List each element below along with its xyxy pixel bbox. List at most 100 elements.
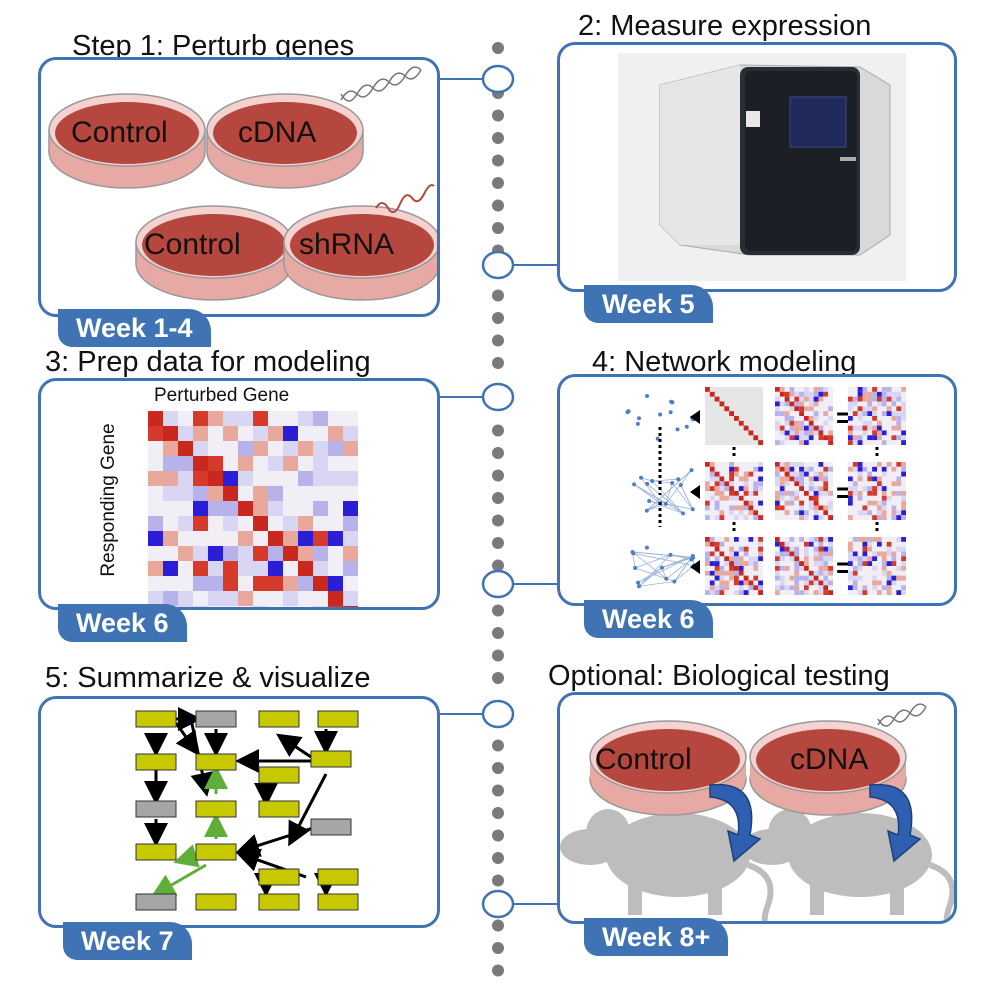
matrix-cell: [867, 411, 873, 416]
matrix-cell: [881, 401, 887, 407]
matrix-cell: [709, 515, 715, 520]
matrix-cell: [848, 462, 853, 467]
matrix-cell: [734, 575, 739, 581]
matrix-cell: [891, 476, 897, 482]
matrix-cell: [748, 481, 754, 487]
matrix-cell: [794, 515, 800, 520]
matrix-cell: [784, 495, 790, 501]
matrix-cell: [818, 486, 824, 491]
matrix-cell: [729, 486, 734, 491]
matrix-cell: [828, 411, 833, 416]
matrix-cell: [705, 585, 710, 591]
matrix-cell: [881, 510, 887, 516]
matrix-cell: [823, 585, 829, 591]
matrix-cell: [794, 566, 800, 571]
matrix-cell: [813, 510, 819, 516]
matrix-cell: [758, 515, 763, 520]
heatmap-cell: [163, 486, 178, 501]
matrix-cell: [758, 491, 763, 496]
matrix-cell: [857, 476, 863, 482]
matrix-cell: [891, 486, 897, 491]
heatmap-cell: [283, 441, 298, 456]
matrix-cell: [857, 570, 863, 576]
matrix-cell: [852, 406, 858, 412]
matrix-cell: [799, 491, 804, 496]
matrix-cell: [813, 575, 819, 581]
heatmap-cell: [298, 576, 313, 591]
matrix-cell: [877, 575, 882, 581]
heatmap-cell: [268, 546, 283, 561]
matrix-cell: [799, 391, 804, 397]
matrix-cell: [886, 500, 892, 506]
matrix-cell: [724, 541, 730, 547]
heatmap-cell: [343, 546, 358, 561]
heatmap-cell: [223, 561, 238, 576]
matrix-cell: [867, 471, 873, 477]
dna-helix-icon: [340, 66, 422, 102]
matrix-cell: [758, 440, 763, 445]
matrix-cell: [779, 391, 785, 397]
graph-node: [317, 710, 359, 728]
matrix-cell: [705, 495, 710, 501]
heatmap-cell: [268, 516, 283, 531]
matrix-cell: [719, 590, 725, 595]
matrix-cell: [823, 510, 829, 516]
matrix-cell: [886, 570, 892, 576]
matrix-cell: [719, 462, 725, 467]
matrix-cell: [823, 570, 829, 576]
matrix-cell: [818, 440, 824, 445]
matrix-cell: [719, 566, 725, 571]
matrix-cell: [872, 585, 877, 591]
matrix-cell: [714, 566, 720, 571]
matrix-cell: [779, 580, 785, 586]
matrix-cell: [901, 561, 906, 566]
matrix-cell: [818, 575, 824, 581]
matrix-cell: [784, 590, 790, 595]
matrix-cell: [891, 430, 897, 436]
heatmap-cell: [148, 546, 163, 561]
matrix-cell: [891, 541, 897, 547]
matrix-cell: [857, 546, 863, 552]
heatmap-cell: [268, 576, 283, 591]
matrix-cell: [862, 556, 868, 562]
matrix-cell: [705, 462, 710, 467]
matrix-cell: [901, 486, 906, 491]
matrix-cell: [828, 590, 833, 595]
matrix-cell: [823, 387, 829, 392]
matrix-cell: [886, 590, 892, 595]
matrix-cell: [753, 551, 759, 557]
matrix-cell: [779, 546, 785, 552]
matrix-cell: [729, 466, 734, 472]
matrix-cell: [901, 387, 906, 392]
heatmap-cell: [178, 486, 193, 501]
matrix-cell: [808, 391, 814, 397]
matrix-cell: [823, 425, 829, 431]
heatmap-cell: [298, 516, 313, 531]
matrix-cell: [828, 566, 833, 571]
network-modeling-pipeline: -=-=-=: [625, 387, 906, 595]
matrix-cell: [881, 430, 887, 436]
timeline-dot: [492, 514, 504, 527]
matrix-cell: [808, 425, 814, 431]
matrix-cell: [789, 391, 795, 397]
matrix-cell: [848, 541, 853, 547]
timeline-dot: [492, 132, 504, 144]
matrix-cell: [753, 505, 759, 511]
step3-title: 3: Prep data for modeling: [45, 346, 371, 378]
matrix-cell: [828, 401, 833, 407]
heatmap-cell: [283, 456, 298, 471]
matrix-cell: [709, 510, 715, 516]
heatmap-cell: [268, 426, 283, 441]
heatmap-cell: [163, 561, 178, 576]
matrix-cell: [784, 401, 790, 407]
heatmap-cell: [253, 501, 268, 516]
matrix-cell: [852, 430, 858, 436]
matrix-cell: [724, 486, 730, 491]
week-badge-4: Week 6: [584, 600, 713, 638]
matrix-cell: [872, 537, 877, 542]
matrix-cell: [886, 406, 892, 412]
heatmap-cell: [163, 591, 178, 606]
matrix-cell: [734, 486, 739, 491]
matrix-cell: [901, 396, 906, 402]
matrix-cell: [896, 556, 902, 562]
